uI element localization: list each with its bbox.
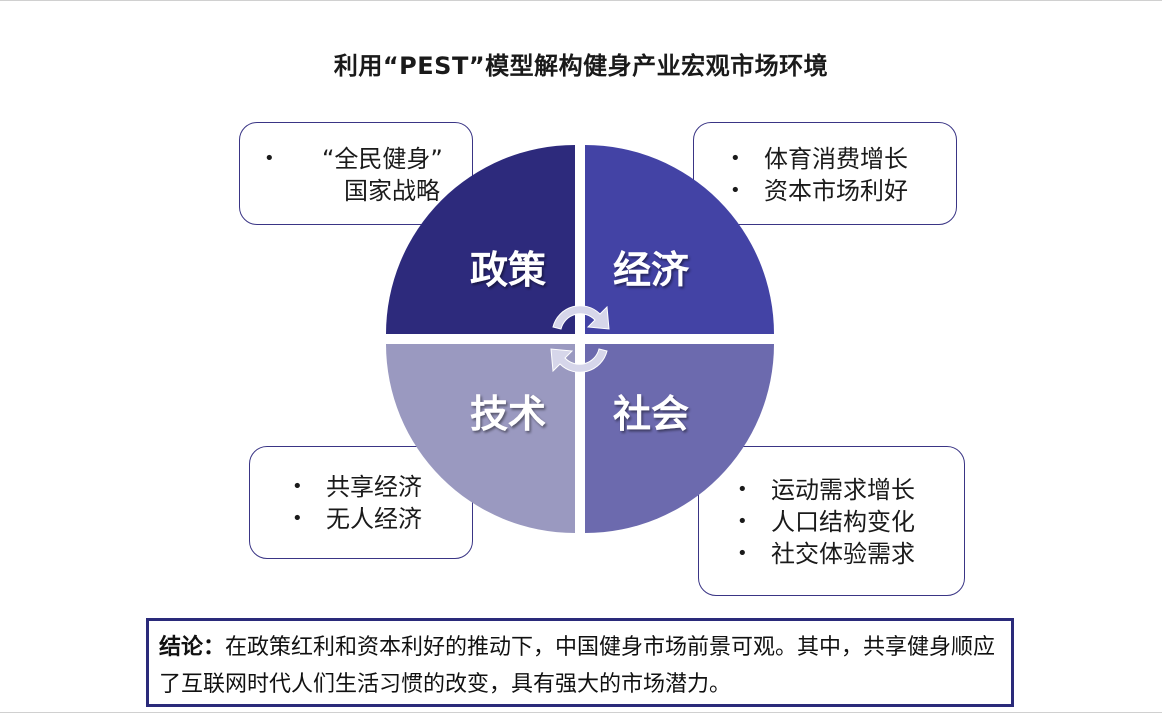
bullet: • [292,508,303,529]
policy-label: 政策 [470,248,546,292]
list-item: • 运动需求增长 [737,474,915,506]
economy-note: • 体育消费增长 • 资本市场利好 [693,122,957,225]
list-item: • 无人经济 [292,503,422,535]
technology-item: 无人经济 [326,505,422,533]
economy-label: 经济 [613,248,690,292]
bullet: • [730,148,741,169]
bottom-divider [0,712,1162,713]
society-item: 运动需求增长 [771,476,915,504]
list-item: • 共享经济 [292,471,422,503]
page-title: 利用“PEST”模型解构健身产业宏观市场环境 [333,52,829,80]
technology-list: • 共享经济 • 无人经济 [292,471,422,535]
top-divider [0,0,1162,1]
bullet: • [730,180,741,201]
conclusion-box: 结论：在政策红利和资本利好的推动下，中国健身市场前景可观。其中，共享健身顺应了互… [146,618,1014,707]
society-item: 社交体验需求 [771,540,915,568]
society-label: 社会 [613,392,689,436]
technology-label: 技术 [470,392,546,436]
policy-note: • “全民健身” 国家战略 [239,122,473,225]
bullet: • [737,511,748,532]
list-item: • 社交体验需求 [737,538,915,570]
cycle-arrows-icon [550,305,610,373]
policy-item-line2: 国家战略 [344,177,440,205]
society-note: • 运动需求增长 • 人口结构变化 • 社交体验需求 [698,446,965,596]
society-quadrant [585,344,774,533]
bullet: • [292,476,303,497]
list-item: • 人口结构变化 [737,506,915,538]
conclusion-label: 结论： [159,635,226,660]
society-list: • 运动需求增长 • 人口结构变化 • 社交体验需求 [737,474,915,570]
bullet: • [737,479,748,500]
list-item: • 体育消费增长 [730,143,908,175]
technology-quadrant [386,344,575,533]
economy-item: 资本市场利好 [764,177,908,205]
policy-quadrant [386,145,575,334]
society-item: 人口结构变化 [771,508,915,536]
policy-item-line1: “全民健身” [322,145,443,173]
bullet: • [737,543,748,564]
bullet: • [264,148,275,169]
economy-list: • 体育消费增长 • 资本市场利好 [730,143,908,207]
list-item: • 资本市场利好 [730,175,908,207]
economy-quadrant [585,145,774,334]
economy-item: 体育消费增长 [764,145,908,173]
technology-item: 共享经济 [326,473,422,501]
list-item: • “全民健身” 国家战略 [264,143,443,207]
conclusion-text: 在政策红利和资本利好的推动下，中国健身市场前景可观。其中，共享健身顺应了互联网时… [159,635,996,697]
policy-list: • “全民健身” 国家战略 [264,143,443,207]
